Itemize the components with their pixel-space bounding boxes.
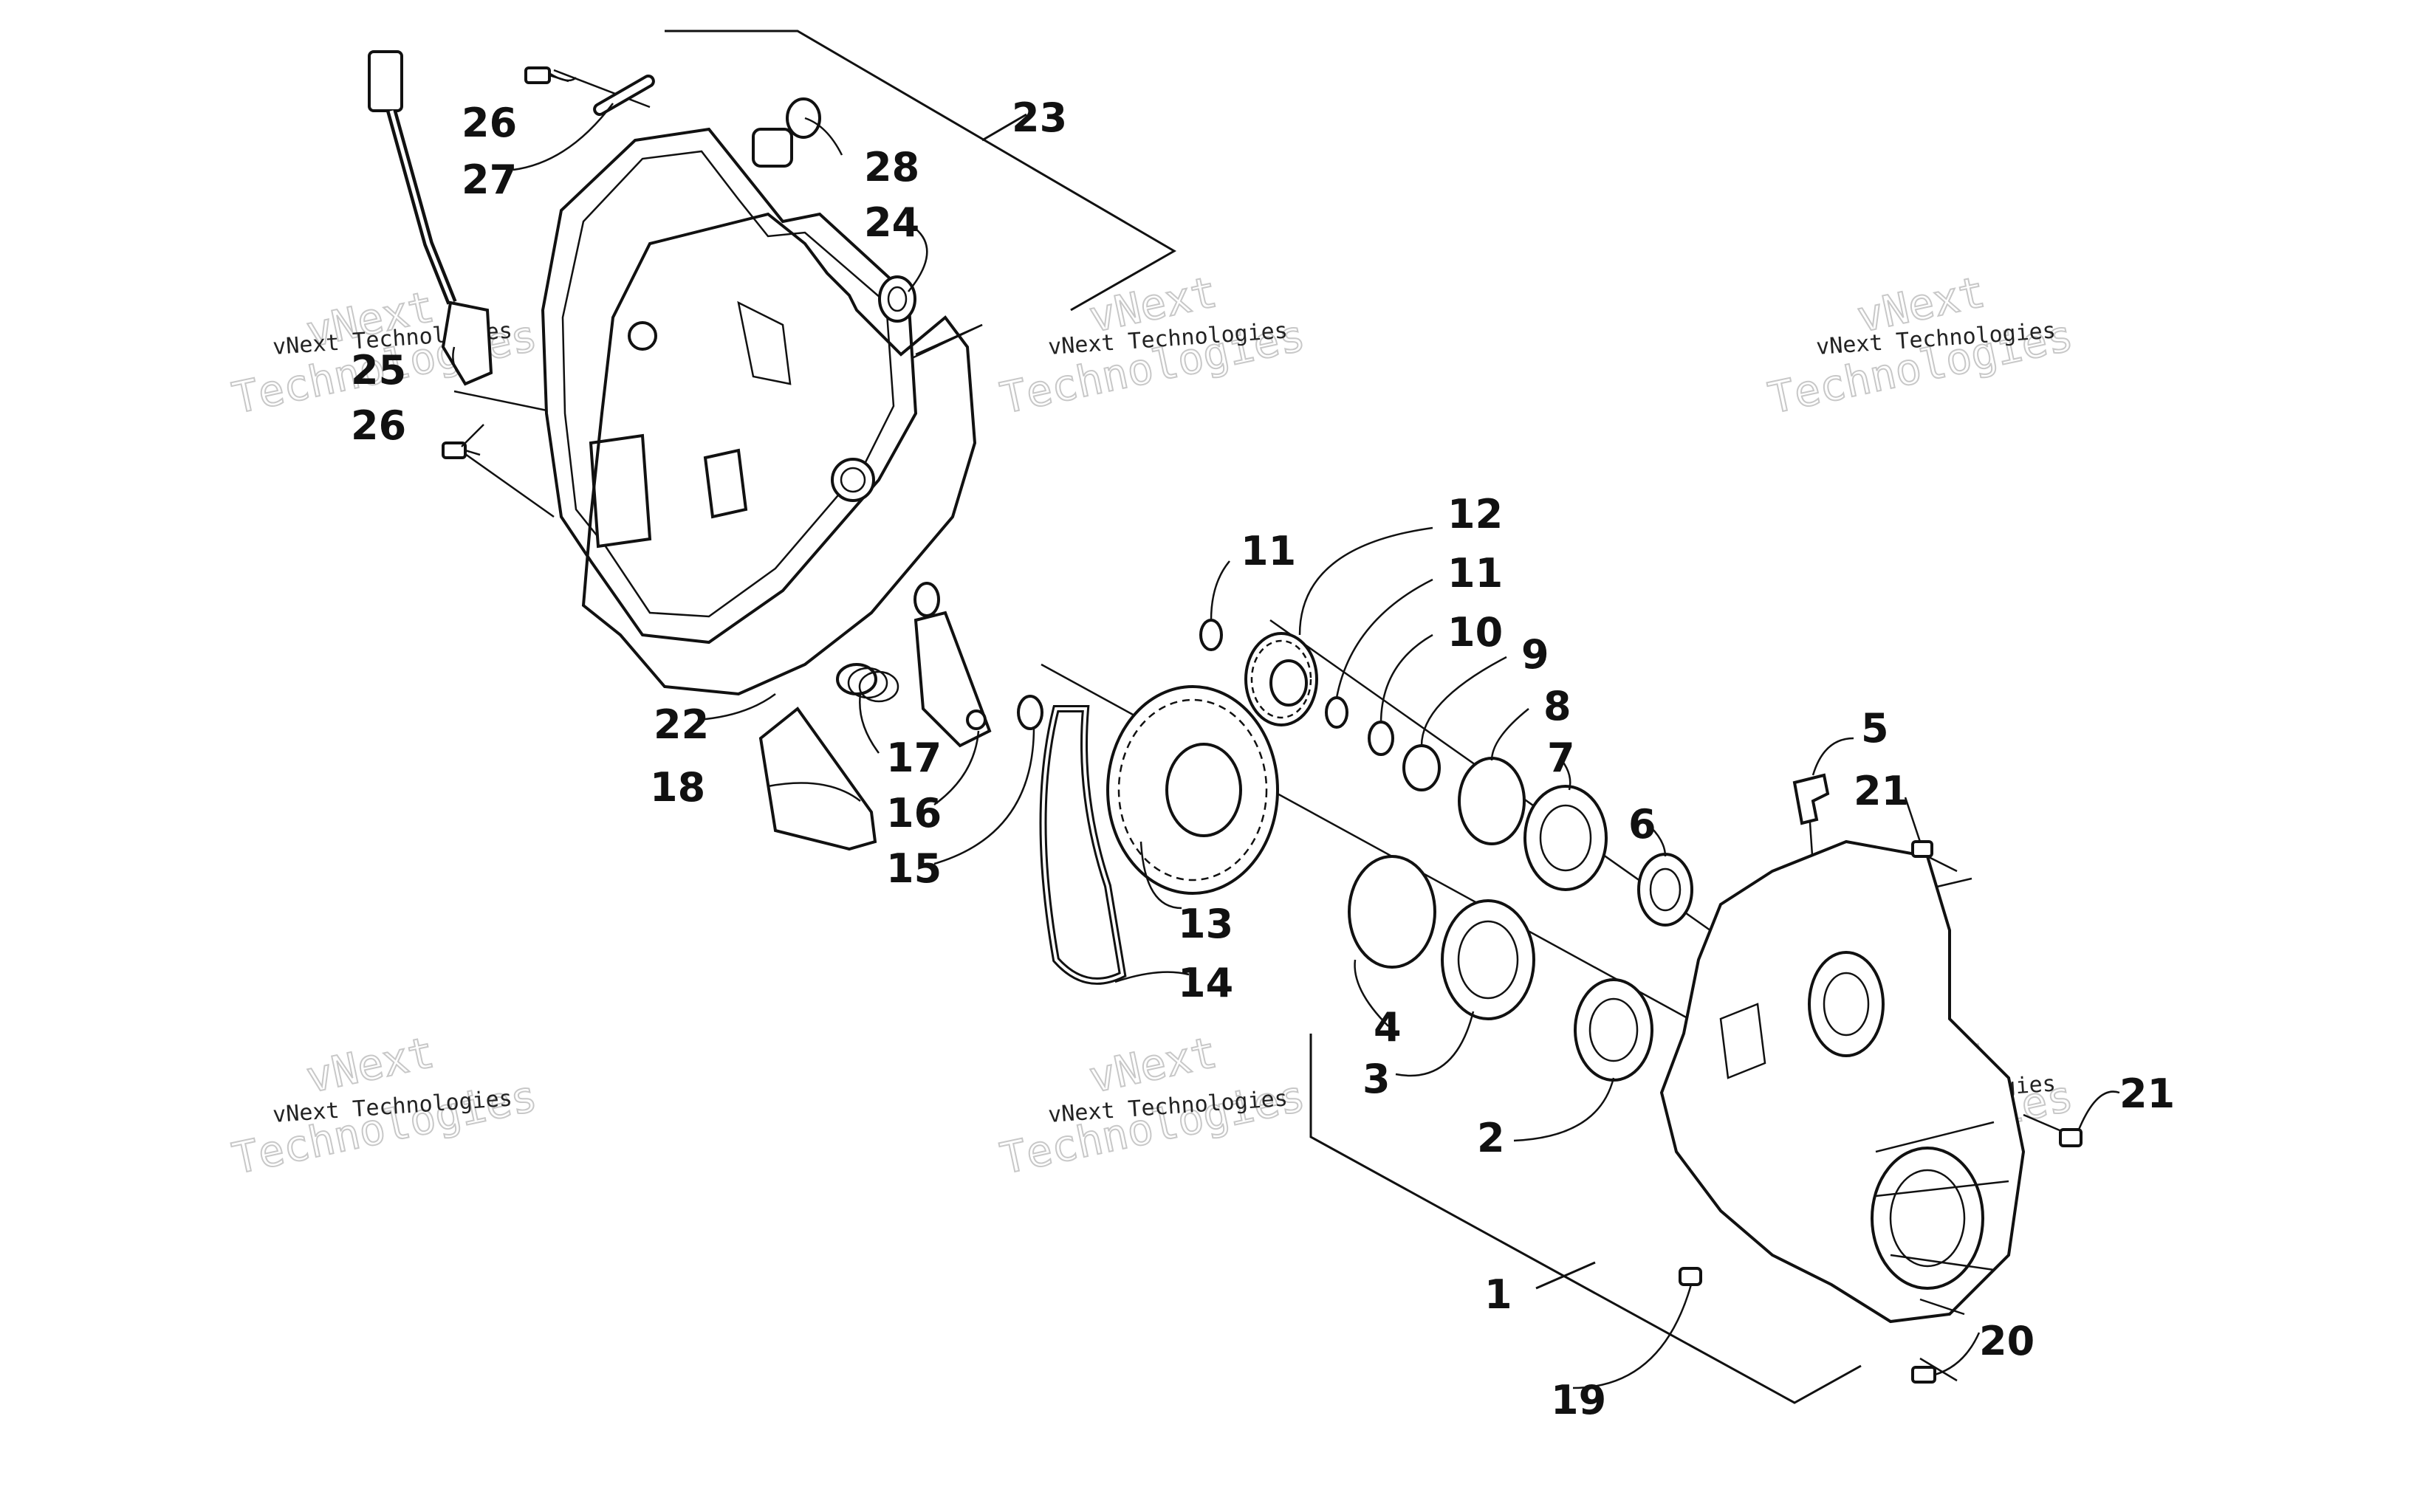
pin-27 bbox=[593, 75, 655, 116]
callout-21b: 21 bbox=[2119, 1071, 2175, 1117]
callout-9: 9 bbox=[1521, 631, 1549, 678]
callout-4: 4 bbox=[1374, 1004, 1402, 1051]
bolt-21-right bbox=[2059, 1128, 2083, 1147]
chaincase-housing bbox=[1659, 839, 2026, 1324]
small-sprocket bbox=[1244, 632, 1318, 726]
vent-fitting bbox=[1792, 773, 1830, 825]
callout-21a: 21 bbox=[1854, 768, 1909, 814]
assembly-bracket-23 bbox=[665, 30, 1176, 312]
callout-6: 6 bbox=[1628, 801, 1656, 848]
circlip-11b bbox=[1325, 696, 1348, 729]
callout-5: 5 bbox=[1861, 705, 1889, 752]
callout-16: 16 bbox=[886, 790, 942, 836]
bolt-20 bbox=[1911, 1366, 1936, 1384]
callout-24: 24 bbox=[864, 199, 919, 246]
tensioner-spring bbox=[836, 663, 899, 703]
seal-2 bbox=[1574, 978, 1653, 1082]
callout-18: 18 bbox=[650, 764, 705, 811]
circlip-11a bbox=[1199, 619, 1223, 651]
callout-7: 7 bbox=[1547, 735, 1575, 781]
cover-assembly bbox=[541, 127, 918, 645]
callout-2: 2 bbox=[1477, 1115, 1505, 1161]
callout-15: 15 bbox=[886, 845, 942, 892]
bolt-26-top bbox=[524, 66, 569, 84]
large-sprocket bbox=[1106, 685, 1279, 895]
callout-13: 13 bbox=[1178, 901, 1233, 947]
drain-plug-19 bbox=[1679, 1267, 1702, 1286]
callout-26a: 26 bbox=[462, 100, 517, 146]
callout-1: 1 bbox=[1484, 1271, 1512, 1318]
callout-3: 3 bbox=[1362, 1056, 1391, 1102]
watermark-4: vNext Technologies vNext Technologies bbox=[227, 1026, 542, 1185]
watermark-3: vNext Technologies vNext Technologies bbox=[1763, 266, 2078, 425]
o-ring-8 bbox=[1458, 757, 1526, 845]
seal-24 bbox=[878, 275, 916, 323]
washer-9 bbox=[1402, 744, 1441, 791]
bolt-26-left bbox=[442, 441, 481, 459]
watermark-2: vNext Technologies vNext Technologies bbox=[995, 266, 1310, 425]
tensioner-arm bbox=[914, 582, 992, 748]
callout-labels: 1 2 3 4 5 6 7 8 9 10 11 11 12 13 14 15 1… bbox=[351, 94, 2175, 1423]
seal-6 bbox=[1637, 853, 1693, 927]
leader-lines bbox=[452, 72, 2120, 1389]
callout-20: 20 bbox=[1979, 1318, 2035, 1364]
callout-14: 14 bbox=[1178, 960, 1233, 1006]
callout-28: 28 bbox=[864, 144, 919, 190]
callout-11a: 11 bbox=[1241, 528, 1296, 574]
callout-19: 19 bbox=[1551, 1377, 1606, 1423]
callout-27: 27 bbox=[462, 157, 517, 203]
plug-grommet bbox=[752, 97, 821, 168]
washer-10 bbox=[1368, 721, 1394, 756]
snap-ring-15 bbox=[1017, 695, 1043, 730]
callout-12: 12 bbox=[1447, 491, 1503, 537]
gasket bbox=[581, 212, 977, 696]
callout-8: 8 bbox=[1543, 683, 1571, 729]
bolt-21-top bbox=[1911, 840, 1933, 858]
bearing-7 bbox=[1523, 785, 1608, 891]
chain-slider bbox=[758, 707, 877, 851]
o-ring-4 bbox=[1348, 855, 1436, 969]
bearing-3 bbox=[1441, 899, 1535, 1020]
callout-11b: 11 bbox=[1447, 550, 1503, 597]
callout-26b: 26 bbox=[351, 402, 406, 449]
callout-10: 10 bbox=[1447, 609, 1503, 656]
drive-chain bbox=[1039, 705, 1127, 985]
callout-25: 25 bbox=[351, 347, 406, 394]
speed-sensor bbox=[368, 50, 493, 386]
callout-22: 22 bbox=[654, 701, 709, 748]
callout-17: 17 bbox=[886, 735, 942, 781]
assembly-bracket-1 bbox=[1309, 1034, 1862, 1404]
callout-23: 23 bbox=[1012, 94, 1067, 141]
watermark-5: vNext Technologies vNext Technologies bbox=[995, 1026, 1310, 1185]
